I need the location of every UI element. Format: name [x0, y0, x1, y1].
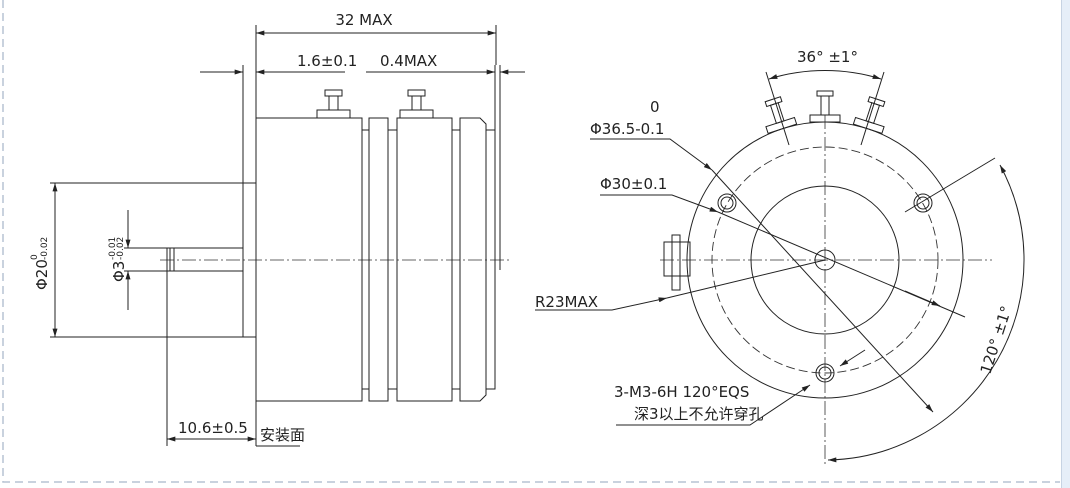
body-main	[255, 117, 363, 402]
ring-rear	[459, 117, 487, 402]
flange-thickness-label: 1.6±0.1	[297, 52, 357, 70]
ring-1	[368, 117, 389, 402]
pcd-label: Φ30±0.1	[600, 175, 667, 193]
shaft-length-label: 10.6±0.5	[178, 419, 248, 437]
holes-note-label: 深3以上不允许穿孔	[634, 405, 764, 423]
connector-angle-label: 36° ±1°	[797, 48, 858, 66]
svg-text:-0.02: -0.02	[116, 237, 126, 260]
svg-text:Φ3: Φ3	[110, 261, 128, 282]
hole-angle-label: 120° ±1°	[977, 304, 1016, 377]
svg-text:120° ±1°: 120° ±1°	[977, 304, 1016, 377]
svg-text:0: 0	[30, 254, 40, 260]
outer-diameter-tol-label: 0	[650, 98, 660, 116]
outer-diameter-label: Φ36.5-0.1	[590, 120, 664, 138]
body-diameter-label: Φ20 0 -0.02	[30, 237, 51, 290]
sheet-border	[2, 0, 1060, 483]
connector-left	[764, 96, 798, 135]
body-second	[396, 117, 453, 402]
radius-label: R23MAX	[535, 293, 598, 311]
side-view: 32 MAX 1.6±0.1 0.4MAX Φ20 0 -0.02 Φ3 -0.…	[30, 11, 525, 447]
connector-pin-1	[316, 89, 351, 119]
svg-text:-0.02: -0.02	[40, 237, 50, 260]
connector-top	[809, 90, 841, 123]
scrollbar-strip[interactable]	[1061, 0, 1070, 488]
connector-pin-2	[399, 89, 434, 119]
rear-gap-label: 0.4MAX	[380, 52, 437, 70]
side-connector	[663, 234, 691, 291]
svg-text:-0.01: -0.01	[108, 237, 118, 260]
overall-length-label: 32 MAX	[335, 11, 392, 29]
front-view: 36° ±1° 0 Φ36.5-0.1 Φ30±0.1 R23MAX 3-M3-…	[535, 48, 1025, 465]
holes-spec-label: 3-M3-6H 120°EQS	[614, 383, 749, 401]
mounting-surface-label: 安装面	[260, 426, 305, 444]
connector-right	[852, 96, 886, 135]
shaft-diameter-label: Φ3 -0.01 -0.02	[108, 237, 128, 282]
shaft	[169, 247, 244, 272]
svg-text:Φ20: Φ20	[33, 259, 51, 290]
